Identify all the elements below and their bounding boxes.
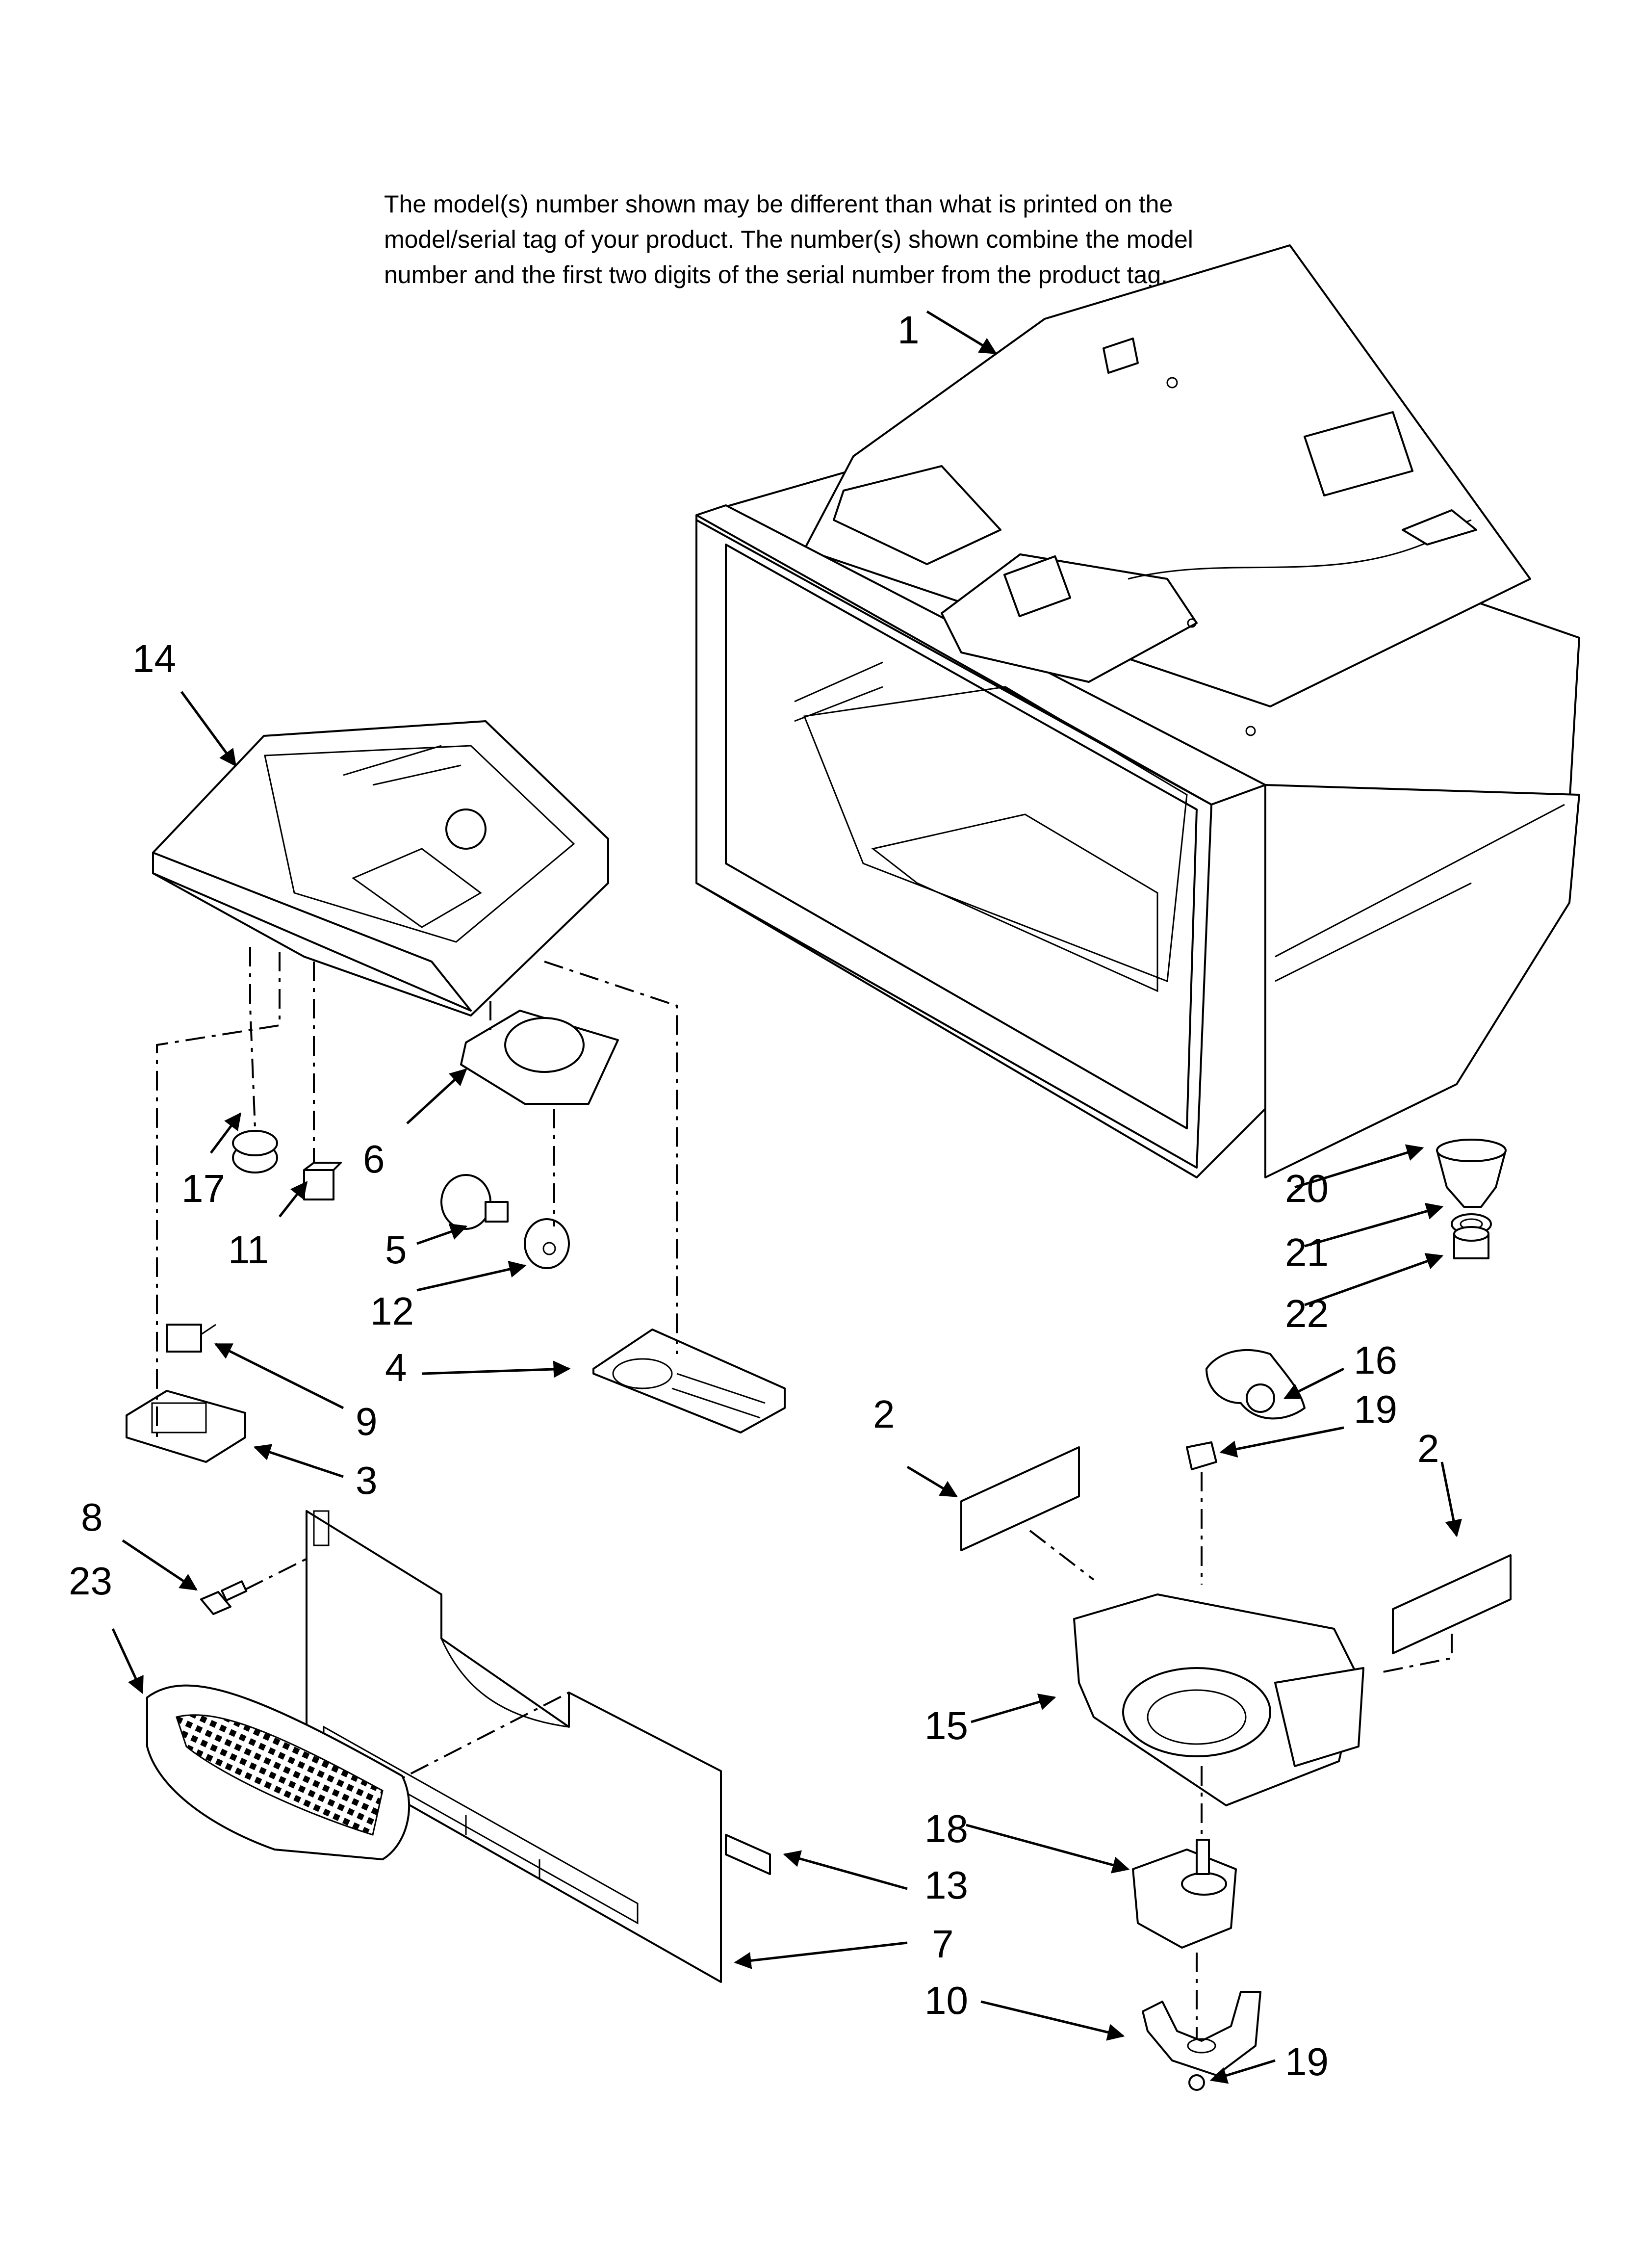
callout-2-left: 2 [873, 1392, 895, 1436]
part-22 [1453, 1226, 1489, 1259]
callout-20: 20 [1285, 1167, 1329, 1210]
note-line-1: The model(s) number shown may be differe… [384, 190, 1173, 218]
part-4 [592, 1329, 786, 1434]
part-20 [1436, 1139, 1507, 1208]
part-19 [1186, 1441, 1217, 1470]
callout-6: 6 [363, 1137, 385, 1181]
part-3 [126, 1390, 246, 1463]
callout-labels: 1 14 17 11 6 5 12 4 9 3 8 23 13 7 10 18 … [69, 308, 1439, 2084]
callout-4: 4 [385, 1346, 407, 1389]
part-8 [200, 1580, 248, 1615]
part-13 [725, 1834, 771, 1875]
part-10 [1142, 1991, 1261, 2076]
part-16 [1206, 1349, 1306, 1420]
part-5 [440, 1174, 509, 1230]
part-11 [303, 1162, 342, 1200]
callout-19-top: 19 [1354, 1387, 1397, 1431]
callout-11: 11 [228, 1228, 269, 1272]
note-line-2: model/serial tag of your product. The nu… [384, 226, 1193, 253]
freezer-liner-part [695, 244, 1580, 1178]
callout-9: 9 [356, 1400, 378, 1443]
model-number-note: The model(s) number shown may be differe… [384, 186, 1463, 292]
dispenser-housing-part [152, 720, 609, 1017]
callout-15: 15 [924, 1704, 968, 1747]
callout-13: 13 [924, 1863, 968, 1907]
part-18 [1132, 1839, 1237, 1949]
part-9 [166, 1324, 216, 1353]
part-15 [1073, 1593, 1364, 1806]
callout-14: 14 [132, 637, 176, 680]
callout-19-bottom: 19 [1285, 2040, 1329, 2084]
callout-17: 17 [181, 1167, 225, 1210]
part-12 [524, 1218, 570, 1269]
callout-5: 5 [385, 1228, 407, 1272]
part-23 [146, 1684, 410, 1860]
note-line-3: number and the first two digits of the s… [384, 261, 1168, 288]
part-7 [306, 1510, 722, 1983]
callout-12: 12 [370, 1289, 414, 1333]
leader-lines [111, 310, 1462, 2084]
callout-3: 3 [356, 1459, 378, 1502]
callout-7: 7 [932, 1922, 954, 1966]
part-6 [460, 1010, 619, 1105]
callout-10: 10 [924, 1979, 968, 2022]
callout-2-right: 2 [1417, 1427, 1439, 1470]
part-2-right [1392, 1554, 1512, 1654]
part-2-left [960, 1446, 1080, 1551]
callout-16: 16 [1354, 1338, 1397, 1382]
callout-23: 23 [69, 1559, 112, 1603]
callout-22: 22 [1285, 1292, 1329, 1335]
callout-8: 8 [81, 1495, 103, 1539]
callout-18: 18 [924, 1807, 968, 1851]
part-19-bottom [1188, 2074, 1205, 2091]
callout-21: 21 [1285, 1230, 1329, 1274]
part-17 [232, 1130, 278, 1173]
callout-1: 1 [898, 308, 920, 352]
